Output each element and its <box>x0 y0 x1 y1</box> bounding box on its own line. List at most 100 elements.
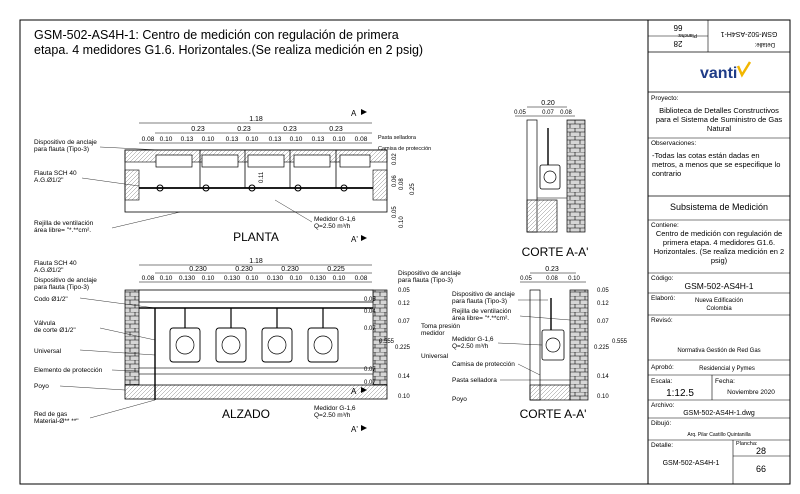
dim-pb-3: 0.10 <box>202 136 215 143</box>
lbl-alzado-valvula-1: Válvula <box>34 320 56 327</box>
lbl-alzado-red-1: Red de gas <box>34 411 68 418</box>
corte-bottom-label: CORTE A-A' <box>520 407 587 421</box>
lbl-reviso: Revisó: <box>651 317 673 324</box>
dim-ps-1: 0.06 <box>392 175 398 187</box>
lbl-alzado-toma-1: Toma presión <box>421 323 460 330</box>
lbl-plancha: Plancha: <box>736 441 758 447</box>
dim-pb-0: 0.08 <box>142 136 155 143</box>
vanti-logo: vanti <box>700 65 737 82</box>
planta-view-label: PLANTA <box>233 230 279 244</box>
dim-ab-8: 0.130 <box>310 275 327 282</box>
dim-ab-4: 0.130 <box>224 275 241 282</box>
lbl-alzado-anclaje-r2: para flauta (Tipo-3) <box>398 277 453 284</box>
lbl-alzado-anclaje-r1: Dispositivo de anclaje <box>398 270 461 277</box>
subsistema-title: Subsistema de Medición <box>670 202 768 212</box>
dim-cr-2: 0.07 <box>597 319 609 325</box>
dim-corte-bot-w: 0.23 <box>545 266 559 273</box>
dim-planta-total: 1.18 <box>249 116 263 123</box>
lbl-planta-camisa: Camisa de protección <box>378 146 431 152</box>
rot-num: 66 <box>673 23 682 32</box>
dim-ar-0: 0.08 <box>364 297 376 303</box>
dim-pb-10: 0.08 <box>355 136 368 143</box>
dibujo-value: Arq. Pilar Castillo Quintanilla <box>687 432 751 438</box>
dim-cbs-2: 0.10 <box>568 276 580 282</box>
contiene-text: Centro de medición con regulación de pri… <box>653 229 785 265</box>
dim-ab-0: 0.08 <box>142 275 155 282</box>
dim-ar-4: 0.07 <box>364 367 376 373</box>
lbl-fecha: Fecha: <box>715 378 735 385</box>
lbl-corte-camisa: Camisa de protección <box>452 361 515 368</box>
dim-ar-5: 0.07 <box>364 380 376 386</box>
dim-ab-6: 0.130 <box>267 275 284 282</box>
lbl-corte-medidor-2: Q=2.50 m³/h <box>452 343 489 350</box>
corte-top-view: 0.20 0.05 0.07 0.08 CORTE A-A' <box>514 100 588 259</box>
dim-ps-6: 0.10 <box>399 216 405 228</box>
num-value: 66 <box>756 464 766 474</box>
dim-pb-2: 0.13 <box>181 136 194 143</box>
rot-code: GSM-502-AS4H-1 <box>720 30 777 37</box>
section-a-prime-bottom: A' <box>351 425 358 434</box>
detalle-value: GSM-502-AS4H-1 <box>663 460 720 467</box>
lbl-planta-medidor-1: Medidor G-1,6 <box>314 216 356 223</box>
lbl-planta-anclaje-1: Dispositivo de anclaje <box>34 139 97 146</box>
dim-planta-top-1: 0.23 <box>191 126 205 133</box>
lbl-corte-anclaje-2: para flauta (Tipo-3) <box>452 298 507 305</box>
lbl-alzado-anclaje-1: Dispositivo de anclaje <box>34 277 97 284</box>
observaciones-text: -Todas las cotas están dadas en metros, … <box>652 151 781 178</box>
dim-at-2: 0.230 <box>281 266 299 273</box>
dim-at-3: 0.225 <box>327 266 345 273</box>
lbl-corte-rejilla-2: área libre= "*.**cm². <box>452 315 509 322</box>
lbl-escala: Escala: <box>651 378 673 385</box>
dim-pb-4: 0.13 <box>226 136 239 143</box>
dim-planta-top-2: 0.23 <box>237 126 251 133</box>
dim-at-1: 0.230 <box>235 266 253 273</box>
lbl-alzado-medidor-2: Q=2.50 m³/h <box>314 412 351 419</box>
lbl-aprobo: Aprobó: <box>651 364 674 371</box>
dim-al-2: 0.07 <box>398 319 410 325</box>
lbl-contiene: Contiene: <box>651 222 679 229</box>
fecha-value: Noviembre 2020 <box>727 389 775 396</box>
dim-ab-2: 0.130 <box>179 275 196 282</box>
lbl-corte-anclaje-1: Dispositivo de anclaje <box>452 291 515 298</box>
aprobo-text: Residencial y Pymes <box>699 366 755 372</box>
dim-ar-2: 0.07 <box>364 326 376 332</box>
lbl-observaciones: Observaciones: <box>651 140 696 147</box>
dim-pb-7: 0.10 <box>290 136 303 143</box>
archivo-value: GSM-502-AS4H-1.dwg <box>683 410 755 417</box>
dim-cr-5: 0.14 <box>597 374 609 380</box>
lbl-planta-rejilla-1: Rejilla de ventilación <box>34 220 94 227</box>
dim-cr-1: 0.12 <box>597 301 609 307</box>
reviso-text: Normativa Gestión de Red Gas <box>677 348 760 354</box>
planta-view: 1.18 0.23 0.23 0.23 0.23 0.08 0.10 0.13 … <box>34 109 431 244</box>
lbl-alzado-medidor-1: Medidor G-1,6 <box>314 405 356 412</box>
dim-ps-2: 0.11 <box>259 171 265 183</box>
lbl-alzado-red-2: Material-Ø** **" <box>34 418 79 425</box>
proyecto-text: Biblioteca de Detalles Constructivos par… <box>655 106 783 133</box>
dim-ps-0: 0.02 <box>392 153 398 165</box>
lbl-alzado-codo: Codo Ø1/2" <box>34 296 68 303</box>
dim-cr-0: 0.05 <box>597 288 609 294</box>
dim-cts-1: 0.07 <box>542 110 554 116</box>
rot-detalle: Detalle: <box>754 41 775 47</box>
vanti-logo-mark-icon <box>736 61 752 78</box>
dim-pb-8: 0.13 <box>312 136 325 143</box>
lbl-corte-poyo: Poyo <box>452 396 467 403</box>
dim-al-3: 0.225 <box>395 345 411 351</box>
lbl-alzado-flauta-2: A.G.Ø1/2" <box>34 267 64 274</box>
dim-cbs-1: 0.08 <box>546 276 558 282</box>
dim-ps-4: 0.25 <box>410 183 416 195</box>
dim-ab-1: 0.10 <box>160 275 173 282</box>
dim-ab-10: 0.08 <box>355 275 368 282</box>
dim-corte-top-w: 0.20 <box>541 100 555 107</box>
dim-pb-6: 0.13 <box>269 136 282 143</box>
dim-pb-5: 0.10 <box>246 136 259 143</box>
dim-ar-1: 0.04 <box>364 309 376 315</box>
dim-al-0: 0.05 <box>398 288 410 294</box>
lbl-corte-pasta: Pasta selladora <box>452 377 497 384</box>
elaboro-1: Nueva Edificación <box>695 298 743 304</box>
lbl-alzado-toma-2: medidor <box>421 330 445 337</box>
dim-at-0: 0.230 <box>189 266 207 273</box>
dim-cts-2: 0.08 <box>560 110 572 116</box>
lbl-archivo: Archivo: <box>651 402 675 409</box>
